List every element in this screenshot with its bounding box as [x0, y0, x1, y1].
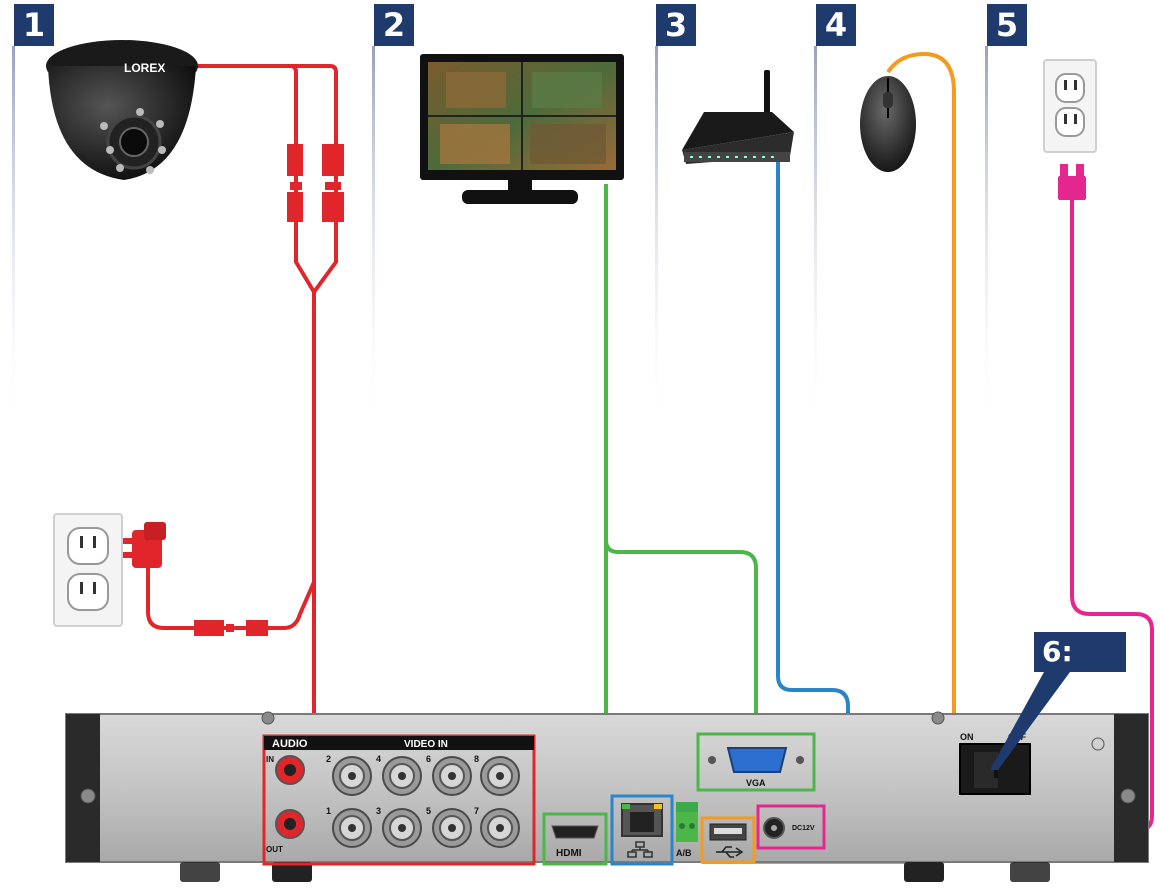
- rca-audio-in[interactable]: [275, 755, 305, 785]
- audio-out-label: OUT: [266, 845, 283, 854]
- usb-port[interactable]: [700, 816, 756, 864]
- hdmi-port[interactable]: HDMI: [542, 812, 608, 866]
- step-badge-6: 6:: [1034, 632, 1126, 672]
- bnc-channel-label: 3: [376, 806, 381, 816]
- step-badge-4: 4: [816, 4, 856, 46]
- bnc-channel-label: 1: [326, 806, 331, 816]
- power-plug: [1058, 164, 1086, 200]
- column-dividers: [12, 46, 988, 436]
- ethernet-port[interactable]: [610, 794, 674, 866]
- ab-label: A/B: [676, 848, 692, 858]
- bnc-input-4[interactable]: 4: [376, 754, 422, 796]
- camera-cable-connectors: [194, 144, 344, 636]
- bnc-input-7[interactable]: 7: [474, 806, 520, 848]
- router: [682, 70, 794, 164]
- bnc-channel-label: 6: [426, 754, 431, 764]
- on-label: ON: [960, 732, 974, 742]
- bnc-input-8[interactable]: 8: [474, 754, 520, 796]
- rs485-terminal[interactable]: A/B: [676, 802, 698, 858]
- bnc-input-6[interactable]: 6: [426, 754, 472, 796]
- dc-label: DC12V: [792, 825, 815, 832]
- network-cable: [612, 162, 850, 800]
- vga-label: VGA: [746, 778, 766, 788]
- wall-outlet-left: [53, 513, 123, 627]
- camera-brand-label: LOREX: [124, 61, 165, 75]
- vga-port[interactable]: VGA: [696, 732, 816, 792]
- wall-outlet-top: [1043, 59, 1097, 153]
- step-badge-1: 1: [14, 4, 54, 46]
- callout-pointer: [990, 672, 1070, 770]
- audio-video-in-block: AUDIO VIDEO IN IN OUT: [262, 734, 536, 866]
- power-adapter: [122, 522, 166, 568]
- bnc-channel-label: 7: [474, 806, 479, 816]
- bnc-input-3[interactable]: 3: [376, 806, 422, 848]
- bnc-channel-label: 4: [376, 754, 381, 764]
- network-icon: [627, 841, 653, 858]
- mouse: [860, 76, 916, 172]
- hdmi-label: HDMI: [556, 848, 582, 859]
- bnc-channel-label: 8: [474, 754, 479, 764]
- hdmi-cable: [604, 184, 758, 736]
- step-badge-3: 3: [656, 4, 696, 46]
- bnc-channel-label: 2: [326, 754, 331, 764]
- bnc-input-5[interactable]: 5: [426, 806, 472, 848]
- bnc-input-1[interactable]: 1: [326, 806, 372, 848]
- dome-camera: LOREX: [46, 40, 198, 180]
- camera-cable: [146, 64, 338, 740]
- bnc-channel-label: 5: [426, 806, 431, 816]
- dc-power-jack[interactable]: DC12V: [756, 804, 826, 850]
- video-in-label: VIDEO IN: [404, 739, 448, 750]
- step-badge-2: 2: [374, 4, 414, 46]
- audio-in-label: IN: [266, 755, 274, 764]
- monitor: [420, 54, 624, 204]
- bnc-input-2[interactable]: 2: [326, 754, 372, 796]
- rca-audio-out[interactable]: [275, 809, 305, 839]
- bnc-video-inputs: 2 4 6 8 1 3 5 7: [326, 754, 520, 848]
- audio-label: AUDIO: [272, 738, 308, 750]
- usb-icon: [716, 846, 744, 858]
- step-badge-5: 5: [987, 4, 1027, 46]
